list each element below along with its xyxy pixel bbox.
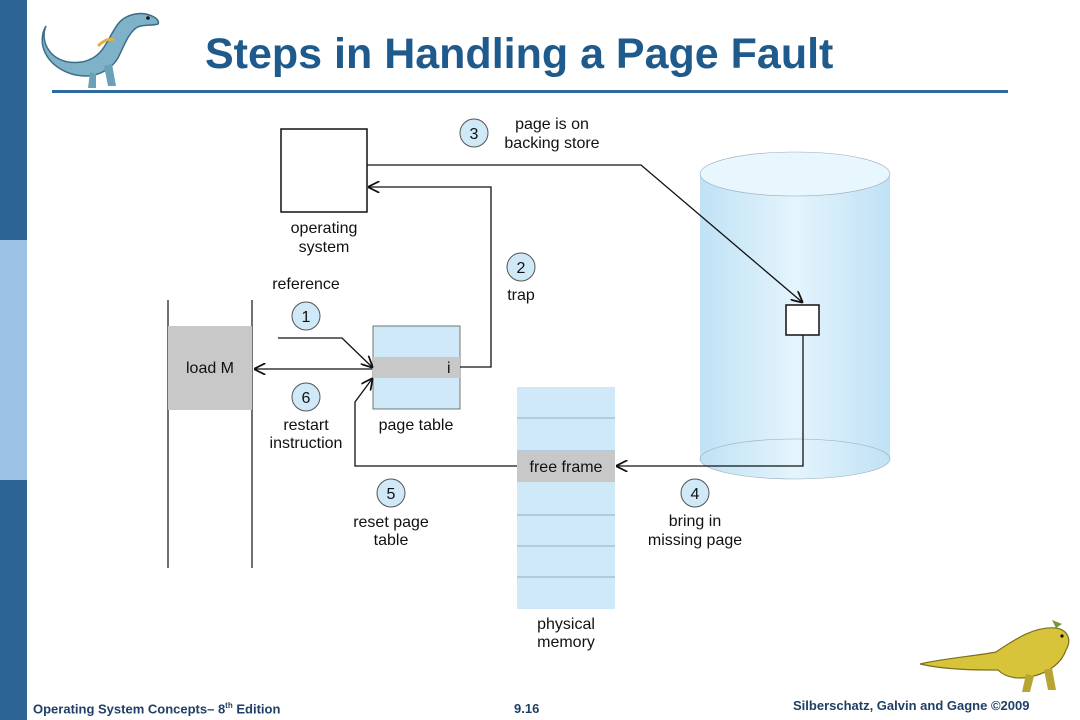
step-3-badge (459, 118, 489, 148)
os-label: operating (291, 220, 358, 237)
step-5-badge (376, 478, 406, 508)
title-divider (52, 90, 1008, 93)
step-2-number: 2 (517, 260, 526, 277)
physical-memory (517, 387, 615, 609)
footer-book-prefix: Operating System Concepts– 8 (33, 701, 226, 717)
step-1-number: 1 (302, 309, 311, 326)
step-4-number: 4 (691, 486, 700, 503)
physical-memory-label: memory (537, 634, 595, 651)
slide-title: Steps in Handling a Page Fault (205, 30, 834, 78)
page-table-entry (373, 357, 460, 378)
step-5-number: 5 (387, 486, 396, 503)
step-4-badge (680, 478, 710, 508)
step-3-label: page is on (515, 116, 589, 133)
restart-label: restart (283, 417, 329, 434)
sidebar-stripe (0, 0, 27, 720)
physical-memory-label: physical (537, 616, 595, 633)
footer-book-suffix: Edition (232, 701, 281, 717)
load-m-block (168, 326, 252, 410)
page-on-disk (785, 304, 820, 336)
step-6-number: 6 (302, 390, 311, 407)
trap-arrow (369, 187, 492, 368)
restart-label: instruction (270, 435, 343, 452)
step-1-badge (291, 301, 321, 331)
dinosaur-logo-icon (41, 12, 160, 88)
free-frame (517, 451, 615, 482)
reset-table-arrow (354, 379, 517, 467)
bring-in-label: bring in (669, 513, 721, 530)
reference-label: reference (272, 276, 340, 293)
os-label: system (299, 239, 350, 256)
step-3-number: 3 (470, 126, 479, 143)
dinosaur-footer-icon (919, 620, 1070, 692)
step-2-badge (506, 252, 536, 282)
sidebar-segment (0, 0, 27, 240)
load-m-label: load M (186, 360, 234, 377)
step-3-label: backing store (504, 135, 599, 152)
footer-book-title: Operating System Concepts– 8th Edition (33, 701, 280, 716)
footer-copyright: Silberschatz, Galvin and Gagne ©2009 (793, 698, 1030, 713)
bring-in-label: missing page (648, 532, 742, 549)
sidebar-segment (0, 240, 27, 480)
reference-arrow (278, 337, 372, 367)
bring-in-arrow (617, 335, 804, 466)
footer-page-number: 9.16 (514, 701, 540, 716)
step-6-badge (291, 382, 321, 412)
page-table-label: page table (379, 417, 454, 434)
trap-label: trap (507, 287, 535, 304)
footer-book-sup: th (225, 701, 233, 710)
reset-table-label: table (374, 532, 409, 549)
sidebar-segment (0, 480, 27, 720)
free-frame-label: free frame (530, 459, 603, 476)
reset-table-label: reset page (353, 514, 429, 531)
os-box (280, 128, 368, 213)
backing-store-arrow (367, 164, 802, 302)
page-table-entry-label: i (447, 360, 451, 377)
